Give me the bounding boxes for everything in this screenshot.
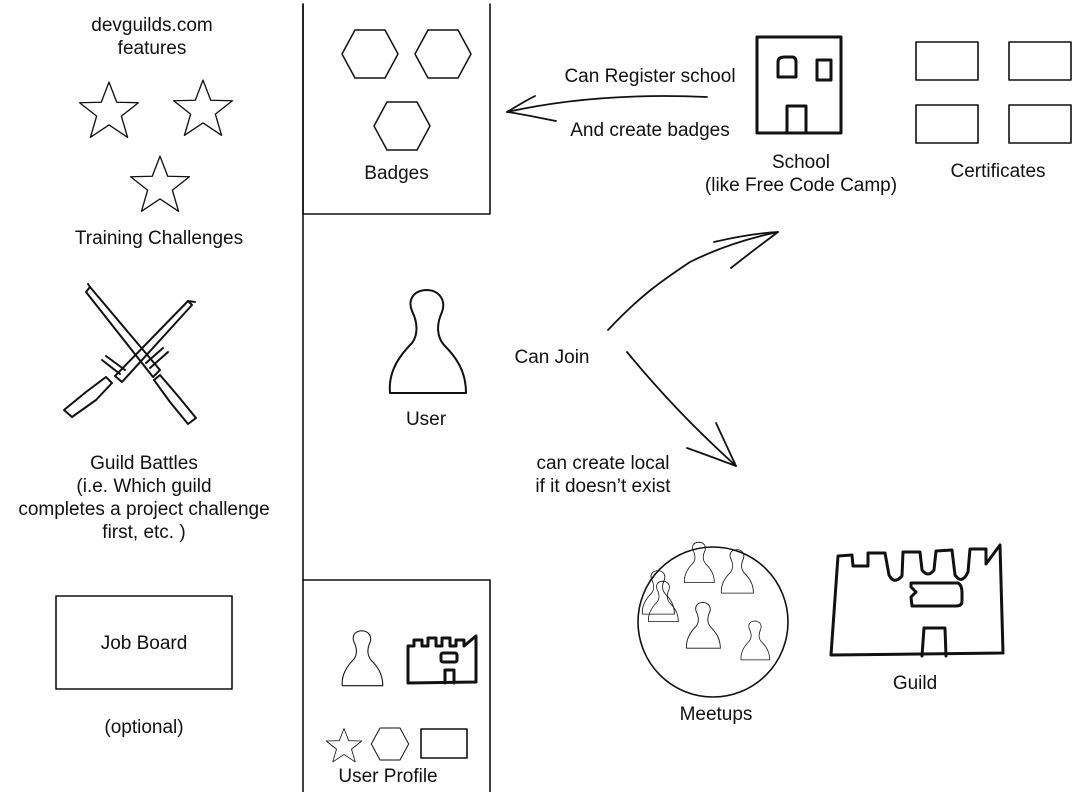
- school-icon: [755, 35, 843, 135]
- certificates-label: Certificates: [950, 161, 1046, 182]
- meetups-label: Meetups: [679, 704, 753, 725]
- hexagon-icon: [341, 29, 399, 79]
- certificate-icon: [1008, 104, 1072, 144]
- hexagon-icon: [373, 101, 431, 151]
- features-heading-line: features: [117, 38, 187, 59]
- guild-battles-line: completes a project challenge: [18, 499, 270, 520]
- training-challenges-label: Training Challenges: [74, 228, 244, 249]
- create-local-label: can create local if it doesn’t exist: [510, 452, 696, 498]
- school-label-line: School: [771, 152, 831, 173]
- guild-battles-label: Guild Battles (i.e. Which guild complete…: [6, 452, 282, 544]
- star-icon: [78, 81, 140, 139]
- guild-label: Guild: [892, 673, 938, 694]
- features-heading: devguilds.com features: [54, 14, 250, 60]
- user-profile-label: User Profile: [338, 766, 438, 787]
- hexagon-icon: [414, 29, 472, 79]
- certificate-icon: [915, 104, 979, 144]
- create-local-line: if it doesn’t exist: [535, 476, 671, 497]
- guild-battles-line: first, etc. ): [102, 522, 186, 543]
- create-local-line: can create local: [536, 453, 670, 474]
- arrow-icon: [506, 95, 708, 122]
- job-board-box: [55, 595, 233, 690]
- meetups-icon: [637, 541, 789, 698]
- user-profile-panel-border: [302, 579, 491, 792]
- certificate-icon: [915, 41, 979, 81]
- arrow-icon: [626, 351, 737, 467]
- crossed-swords-icon: [63, 283, 197, 425]
- job-board-optional-note: (optional): [104, 717, 184, 738]
- guild-castle-icon: [406, 634, 478, 685]
- guild-battles-line: (i.e. Which guild: [76, 476, 212, 497]
- can-join-label: Can Join: [514, 347, 590, 368]
- hexagon-icon: [370, 727, 410, 761]
- school-arrow-label: Can Register school: [564, 66, 736, 87]
- badges-panel-border: [302, 3, 491, 215]
- guild-battles-line: Guild Battles: [90, 453, 198, 474]
- arrow-icon: [607, 231, 779, 331]
- star-icon: [129, 155, 191, 213]
- school-label: School (like Free Code Camp): [692, 151, 910, 197]
- school-label-line: (like Free Code Camp): [704, 175, 898, 196]
- user-label: User: [405, 409, 447, 430]
- guild-castle-icon: [829, 543, 1005, 658]
- features-heading-line: devguilds.com: [91, 15, 213, 36]
- certificate-icon: [1008, 41, 1072, 81]
- star-icon: [172, 79, 234, 137]
- school-arrow-label: And create badges: [570, 120, 730, 141]
- job-board-label: Job Board: [100, 633, 188, 654]
- certificate-icon: [420, 728, 468, 759]
- user-pawn-icon: [341, 630, 384, 687]
- badges-label: Badges: [364, 163, 429, 184]
- user-pawn-icon: [388, 289, 467, 394]
- star-icon: [325, 728, 363, 763]
